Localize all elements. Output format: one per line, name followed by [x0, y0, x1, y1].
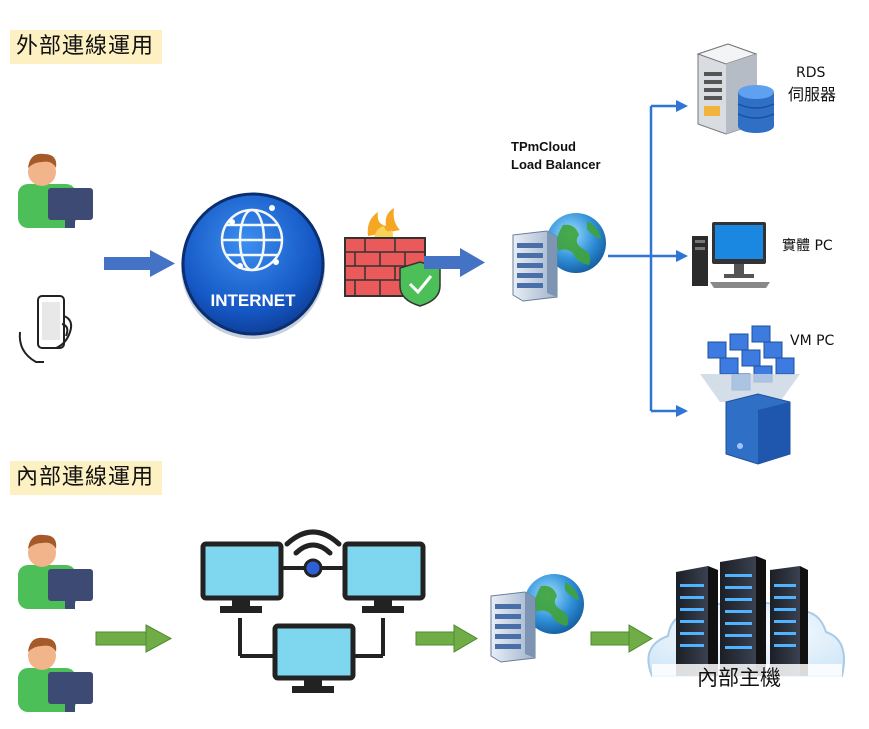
internet-globe-icon: [181, 192, 325, 339]
arrow-lan-to-lb: [415, 624, 478, 653]
external-section-title: 外部連線運用: [10, 30, 163, 64]
internal-user-2-icon: [18, 637, 93, 712]
arrow-user-to-internet: [104, 250, 175, 277]
internal-host-label: 內部主機: [697, 666, 781, 690]
arrow-firewall-to-lb: [424, 248, 485, 277]
arrow-lb-to-host: [590, 624, 653, 653]
lb-label-line2: Load Balancer: [511, 157, 601, 172]
rds-server-icon: [696, 43, 775, 135]
internal-lb-server-icon: [490, 574, 584, 663]
rds-label-line1: RDS: [796, 65, 826, 81]
lb-label-line1: TPmCloud: [511, 139, 576, 154]
mobile-phone-icon: [18, 295, 73, 363]
internal-user-1-icon: [18, 534, 93, 609]
distribution-arrowheads: [676, 100, 688, 417]
vm-pc-label: VM PC: [790, 333, 835, 349]
load-balancer-server-icon: [512, 213, 606, 302]
lan-network-icon: [200, 529, 426, 693]
user-computer-icon: [18, 153, 93, 228]
wifi-icon: [284, 529, 342, 556]
database-icon: [737, 85, 775, 133]
rds-label-line2: 伺服器: [788, 85, 837, 104]
physical-pc-icon: [692, 222, 770, 288]
internet-label: INTERNET: [211, 291, 297, 310]
lb-distribution-lines: [608, 104, 678, 413]
internal-section-title: 內部連線運用: [10, 461, 163, 495]
physical-pc-label: 實體 PC: [782, 238, 833, 254]
host-label-backdrop: [652, 664, 842, 692]
server-racks-icon: [676, 556, 808, 676]
vm-pc-icon: [700, 325, 800, 465]
arrow-users-to-lan: [95, 624, 173, 653]
firewall-icon: [344, 208, 441, 307]
